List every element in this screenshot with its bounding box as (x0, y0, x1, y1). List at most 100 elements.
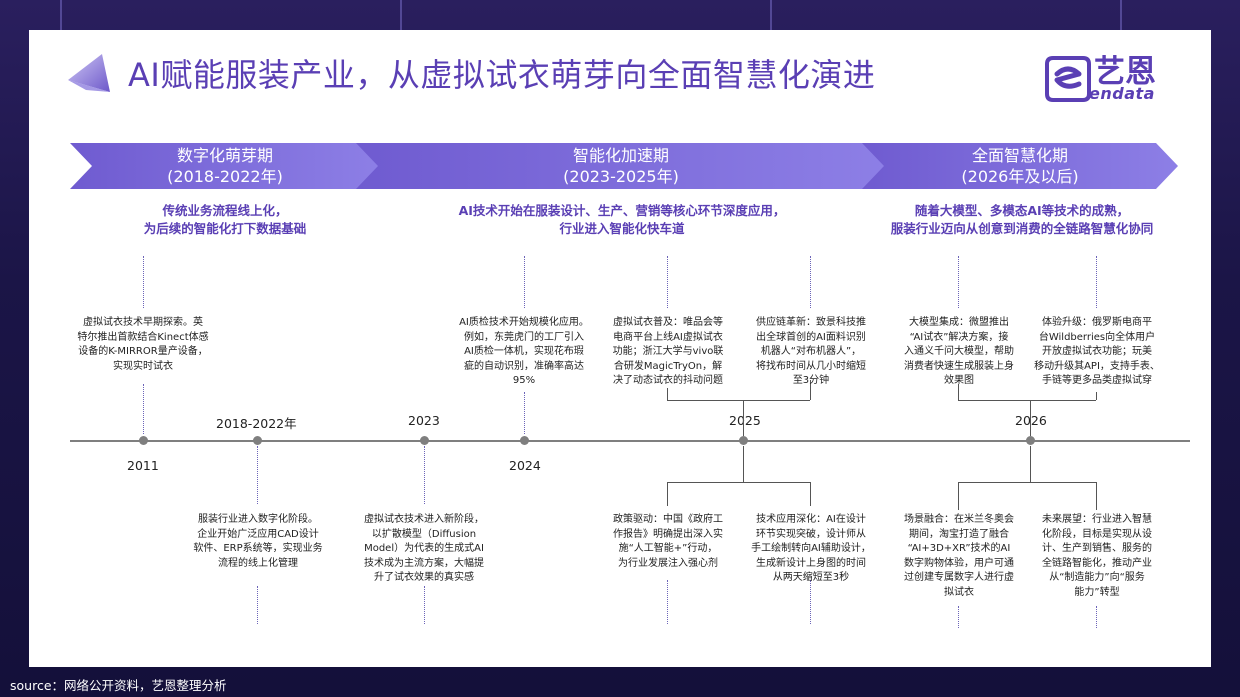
event-2025-d-line-3: 手工绘制转向AI辅助设计， (751, 543, 871, 554)
background-line (60, 0, 62, 30)
endata-logo: 艺恩 endata (1043, 50, 1183, 106)
bracket-2025-top-h (667, 400, 810, 401)
event-2023-line-1: 虚拟试衣技术进入新阶段， (364, 514, 484, 525)
event-2025-b-line-4: 将找布时间从几小时缩短 (756, 360, 866, 372)
bracket-2026-bottom-right (1096, 482, 1097, 510)
event-2025-c: 政策驱动：中国《政府工 作报告》明确提出深入实 施“人工智能+”行动， 为行业发… (604, 513, 732, 571)
event-2025-b-line-5: 至3分钟 (792, 375, 830, 386)
event-2011-line-2: 特尔推出首款结合Kinect体感 (77, 331, 209, 343)
phase-banner-2: 智能化加速期 (2023-2025年) (356, 143, 886, 189)
event-2026-b-line-2: 台Wildberries向全体用户 (1038, 331, 1156, 343)
phase-banner-3-shape (862, 143, 1178, 189)
event-2026-c-line-1: 场景融合：在米兰冬奥会 (904, 514, 1014, 525)
event-2026-a-line-1: 大模型集成：微盟推出 (909, 317, 1009, 328)
bracket-2026-bottom-h (958, 482, 1096, 483)
connector-bottom-2026-a (958, 606, 959, 628)
timeline-dot-2018-2022 (253, 436, 262, 445)
connector-bottom-2011 (143, 384, 144, 434)
connector-bottom-2018-b (257, 586, 258, 624)
phase-3-name: 全面智慧化期 (971, 146, 1068, 165)
bracket-2025-top-stem (743, 400, 744, 436)
event-2018-line-4: 流程的线上化管理 (218, 557, 298, 569)
event-2025-d: 技术应用深化：AI在设计 环节实现突破，设计师从 手工绘制转向AI辅助设计， 生… (746, 513, 876, 586)
connector-top-2026-b (1096, 256, 1097, 308)
event-2026-b-line-4: 移动升级其API，支持手表、 (1034, 360, 1160, 372)
phase-1-summary: 传统业务流程线上化， 为后续的智能化打下数据基础 (108, 202, 342, 238)
connector-bottom-2025-b (810, 580, 811, 624)
bracket-2026-bottom-left (958, 482, 959, 510)
phase-banner-1-shape (70, 143, 380, 189)
bracket-2025-top-right (810, 380, 811, 400)
page-title: AI赋能服装产业，从虚拟试衣萌芽向全面智慧化演进 (128, 56, 876, 94)
event-2026-d-line-1: 未来展望：行业进入智慧 (1042, 514, 1152, 525)
connector-top-2011 (143, 256, 144, 308)
phase-3-period: (2026年及以后) (961, 167, 1079, 186)
phase-1-summary-line-1: 传统业务流程线上化， (162, 203, 288, 218)
logo-cn-text: 艺恩 (1094, 54, 1156, 90)
event-2025-c-line-2: 作报告》明确提出深入实 (613, 528, 723, 540)
event-2011-line-3: 设备的K-MIRROR量产设备， (78, 346, 208, 357)
event-2026-b-line-1: 体验升级：俄罗斯电商平 (1042, 317, 1152, 328)
event-2018-2022: 服装行业进入数字化阶段。 企业开始广泛应用CAD设计 软件、ERP系统等，实现业… (188, 513, 328, 571)
event-2023-line-2: 以扩散模型（Diffusion (371, 528, 477, 540)
event-2023: 虚拟试衣技术进入新阶段， 以扩散模型（Diffusion Model）为代表的生… (354, 513, 494, 586)
logo-en-text: endata (1089, 84, 1155, 103)
event-2024-line-4: 疵的自动识别，准确率高达 (464, 360, 584, 372)
timeline-dot-2025 (739, 436, 748, 445)
event-2025-a-line-2: 电商平台上线AI虚拟试衣 (613, 331, 723, 343)
event-2024-line-2: 例如，东莞虎门的工厂引入 (464, 331, 584, 343)
event-2025-a-line-3: 功能；浙江大学与vivo联 (612, 346, 724, 357)
bracket-2025-bottom-stem (743, 446, 744, 482)
event-2018-line-2: 企业开始广泛应用CAD设计 (197, 528, 319, 540)
phase-2-period: (2023-2025年) (563, 167, 679, 186)
background-line (400, 0, 402, 30)
event-2025-a-line-1: 虚拟试衣普及：唯品会等 (613, 317, 723, 328)
event-2024-line-1: AI质检技术开始规模化应用。 (459, 317, 589, 328)
event-2025-b: 供应链革新：致景科技推 出全球首创的AI面料识别 机器人“对布机器人”， 将找布… (746, 316, 876, 389)
connector-top-2026-a (958, 256, 959, 308)
event-2026-d-line-6: 能力”转型 (1074, 586, 1120, 598)
year-label-2018-2022: 2018-2022年 (216, 416, 297, 431)
event-2025-d-line-2: 环节实现突破，设计师从 (756, 528, 866, 540)
event-2026-c-line-5: 过创建专属数字人进行虚 (904, 572, 1014, 583)
year-label-2011: 2011 (127, 458, 159, 473)
event-2025-a-line-4: 合研发MagicTryOn，解 (613, 360, 723, 372)
event-2023-line-3: Model）为代表的生成式AI (364, 543, 484, 554)
timeline-dot-2026 (1026, 436, 1035, 445)
event-2026-c: 场景融合：在米兰冬奥会 期间，淘宝打造了融合 “AI+3D+XR”技术的AI 数… (892, 513, 1026, 600)
bracket-2026-bottom-stem (1030, 446, 1031, 482)
connector-bottom-2018-a (257, 446, 258, 504)
year-label-2025: 2025 (729, 413, 761, 428)
event-2011-line-4: 实现实时试衣 (113, 360, 173, 372)
connector-bottom-2023-b (424, 586, 425, 624)
event-2026-a-line-2: “AI试衣”解决方案，接 (909, 331, 1009, 343)
year-label-2023: 2023 (408, 413, 440, 428)
connector-top-2024-a (524, 256, 525, 308)
phase-2-summary: AI技术开始在服装设计、生产、营销等核心环节深度应用， 行业进入智能化快车道 (380, 202, 864, 238)
event-2026-d: 未来展望：行业进入智慧 化阶段，目标是实现从设 计、生产到销售、服务的 全链路智… (1030, 513, 1164, 600)
phase-2-summary-line-1: AI技术开始在服装设计、生产、营销等核心环节深度应用， (458, 203, 786, 218)
title-triangle-icon (68, 54, 110, 92)
phase-banner-1: 数字化萌芽期 (2018-2022年) (70, 143, 380, 189)
phase-3-summary: 随着大模型、多模态AI等技术的成熟， 服装行业迈向从创意到消费的全链路智慧化协同 (872, 202, 1172, 238)
event-2026-c-line-3: “AI+3D+XR”技术的AI (907, 543, 1011, 554)
event-2026-b: 体验升级：俄罗斯电商平 台Wildberries向全体用户 开放虚拟试衣功能；玩… (1028, 316, 1166, 389)
timeline-dot-2023 (420, 436, 429, 445)
event-2026-a: 大模型集成：微盟推出 “AI试衣”解决方案，接 入通义千问大模型，帮助 消费者快… (892, 316, 1026, 389)
phase-1-period: (2018-2022年) (167, 167, 283, 186)
event-2025-d-line-1: 技术应用深化：AI在设计 (756, 514, 866, 525)
bracket-2025-top-left (667, 388, 668, 400)
slide-card (29, 30, 1211, 667)
event-2025-b-line-3: 机器人“对布机器人”， (760, 346, 862, 357)
event-2026-d-line-5: 从“制造能力”向“服务 (1049, 572, 1145, 583)
bracket-2025-bottom-h (667, 482, 810, 483)
connector-top-2025-a (667, 256, 668, 308)
timeline-dot-2024 (520, 436, 529, 445)
phase-2-summary-line-2: 行业进入智能化快车道 (559, 221, 685, 236)
source-note: source：网络公开资料，艺恩整理分析 (10, 678, 227, 693)
background-line (770, 0, 772, 30)
event-2023-line-5: 升了试衣效果的真实感 (374, 572, 474, 583)
phase-banner-3: 全面智慧化期 (2026年及以后) (862, 143, 1178, 189)
event-2025-d-line-5: 从两天缩短至3秒 (772, 572, 850, 583)
year-label-2024: 2024 (509, 458, 541, 473)
